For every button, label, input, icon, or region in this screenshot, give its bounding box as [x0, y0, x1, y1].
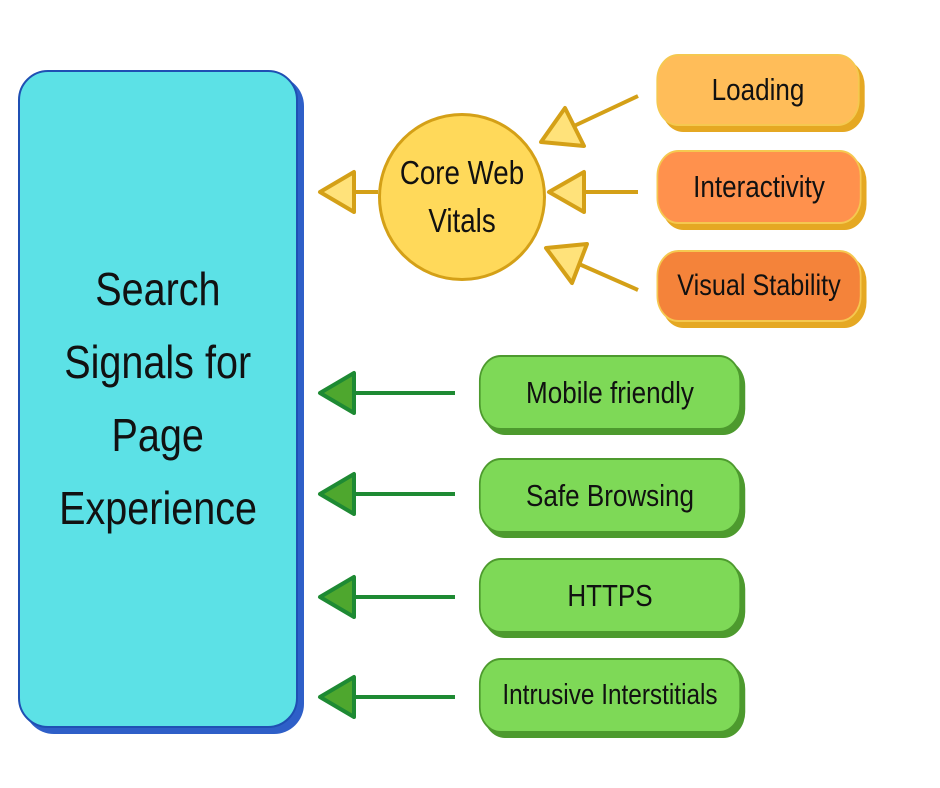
core-web-vitals-circle: Core Web Vitals — [378, 113, 546, 281]
vital-visual-stability-label: Visual Stability — [677, 269, 841, 302]
signal-mobile-friendly: Mobile friendly — [478, 355, 742, 430]
vital-interactivity-label: Interactivity — [693, 169, 825, 204]
signal-https: HTTPS — [478, 558, 742, 633]
arrow-visual-stability-to-cwv — [544, 242, 639, 292]
arrow-https-to-main — [318, 575, 455, 619]
vital-visual-stability: Visual Stability — [656, 250, 862, 322]
vital-loading-label: Loading — [711, 72, 805, 107]
signal-https-label: HTTPS — [567, 577, 653, 613]
signal-safe-browsing: Safe Browsing — [478, 458, 742, 533]
main-label-line-4: Experience — [59, 482, 257, 534]
cwv-label-line-2: Vitals — [428, 202, 496, 239]
arrow-safe-browsing-to-main — [318, 472, 455, 516]
signal-intrusive-interstitials: Intrusive Interstitials — [478, 658, 742, 733]
main-label-line-3: Page — [111, 409, 205, 461]
arrow-mobile-friendly-to-main — [318, 371, 455, 415]
arrow-loading-to-cwv — [539, 94, 639, 148]
arrow-intrusive-interstitials-to-main — [318, 675, 455, 719]
vital-loading: Loading — [656, 54, 860, 126]
main-label-line-2: Signals for — [64, 336, 252, 388]
main-label-line-1: Search — [95, 263, 221, 315]
signal-safe-browsing-label: Safe Browsing — [526, 477, 694, 513]
arrow-cwv-to-main — [318, 170, 378, 214]
page-experience-box: Search Signals for Page Experience — [18, 70, 298, 728]
arrow-interactivity-to-cwv — [547, 170, 638, 214]
signal-mobile-friendly-label: Mobile friendly — [526, 374, 694, 410]
vital-interactivity: Interactivity — [656, 150, 862, 224]
cwv-label-line-1: Core Web — [399, 154, 525, 191]
signal-intrusive-interstitials-label: Intrusive Interstitials — [502, 679, 718, 711]
